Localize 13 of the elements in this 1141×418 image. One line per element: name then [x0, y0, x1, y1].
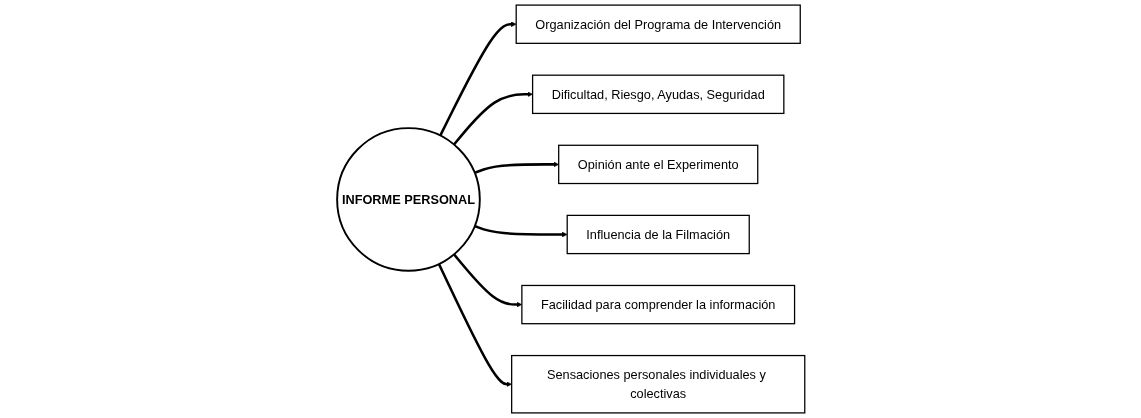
node-box: Dificultad, Riesgo, Ayudas, Seguridad — [531, 74, 784, 115]
node-box: Sensaciones personales individuales y colectivas — [510, 354, 805, 414]
node-box: Opinión ante el Experimento — [557, 144, 758, 185]
arrow — [452, 91, 533, 146]
arrow — [452, 253, 522, 308]
arrow — [473, 161, 559, 175]
arrow — [438, 21, 516, 137]
arrow — [437, 263, 512, 388]
node-box: Influencia de la Filmación — [566, 214, 750, 255]
node-circle: INFORME PERSONAL — [335, 127, 481, 272]
arrow — [473, 224, 567, 238]
node-box: Facilidad para comprender la información — [520, 284, 795, 325]
node-box: Organización del Programa de Intervención — [515, 4, 801, 44]
